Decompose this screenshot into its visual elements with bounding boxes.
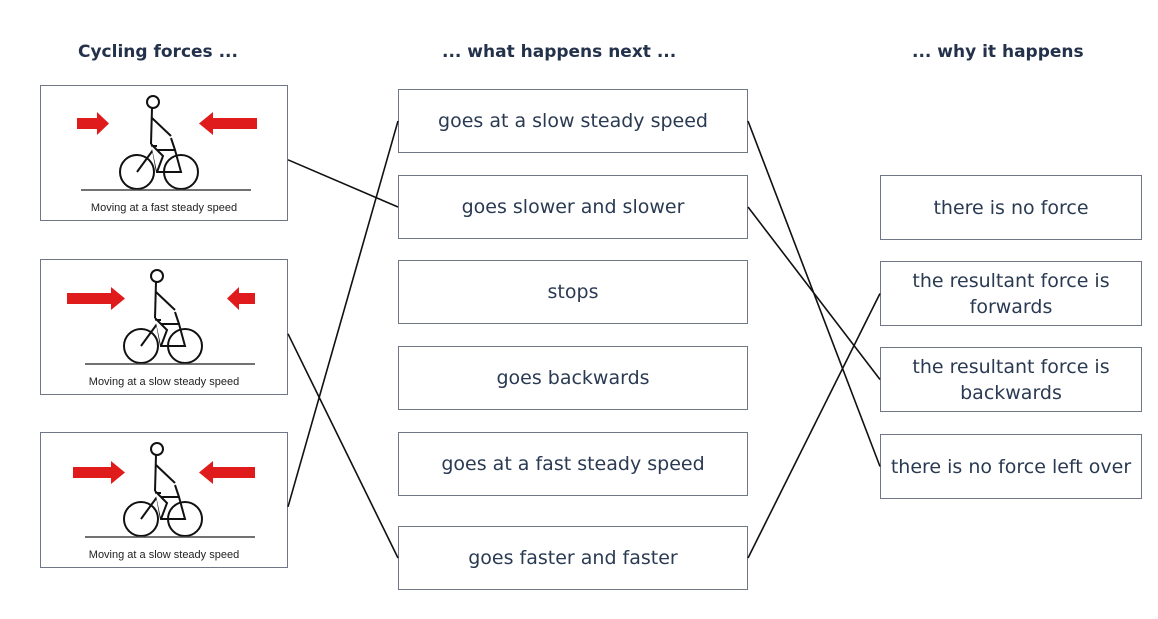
heading-why-it-happens: ... why it happens bbox=[912, 42, 1084, 62]
outcome-box-slow-steady[interactable]: goes at a slow steady speed bbox=[398, 89, 748, 153]
connector-line-right-2 bbox=[747, 293, 881, 559]
card-caption: Moving at a fast steady speed bbox=[90, 202, 238, 214]
cyclist-illustration bbox=[77, 95, 257, 191]
outcome-box-backwards[interactable]: goes backwards bbox=[398, 346, 748, 410]
reason-box-backwards[interactable]: the resultant force is backwards bbox=[880, 347, 1142, 412]
backward-force-arrow-icon bbox=[213, 467, 255, 478]
force-card-3[interactable]: Moving at a slow steady speed bbox=[40, 432, 288, 568]
card-caption: Moving at a slow steady speed bbox=[88, 549, 240, 561]
outcome-box-stops[interactable]: stops bbox=[398, 260, 748, 324]
connector-line-left-0 bbox=[287, 159, 399, 208]
forward-force-arrowhead bbox=[111, 287, 125, 310]
reason-box-no-force[interactable]: there is no force bbox=[880, 175, 1142, 240]
backward-force-arrow-icon bbox=[239, 293, 255, 304]
backward-force-arrow-icon bbox=[213, 118, 257, 129]
forward-force-arrowhead bbox=[97, 112, 109, 135]
rider-icon bbox=[146, 95, 172, 173]
force-card-2[interactable]: Moving at a slow steady speed bbox=[40, 259, 288, 395]
backward-force-arrowhead bbox=[199, 112, 213, 135]
heading-cycling-forces: Cycling forces ... bbox=[78, 42, 238, 62]
reason-box-no-force-left-over[interactable]: there is no force left over bbox=[880, 434, 1142, 499]
connector-line-left-2 bbox=[287, 120, 399, 508]
backward-force-arrowhead bbox=[227, 287, 239, 310]
outcome-box-faster[interactable]: goes faster and faster bbox=[398, 526, 748, 590]
cyclist-illustration bbox=[67, 269, 255, 365]
forward-force-arrow-icon bbox=[77, 118, 97, 129]
forward-force-arrow-icon bbox=[67, 293, 111, 304]
outcome-box-fast-steady[interactable]: goes at a fast steady speed bbox=[398, 432, 748, 496]
rider-icon bbox=[150, 442, 176, 520]
bicycle-icon bbox=[123, 311, 203, 364]
forward-force-arrowhead bbox=[111, 461, 125, 484]
connector-line-right-1 bbox=[747, 206, 881, 380]
rider-icon bbox=[150, 269, 176, 347]
connector-line-right-0 bbox=[747, 120, 881, 467]
outcome-box-slower[interactable]: goes slower and slower bbox=[398, 175, 748, 239]
heading-what-happens-next: ... what happens next ... bbox=[442, 42, 677, 62]
cyclist-illustration bbox=[73, 442, 255, 538]
connector-line-left-1 bbox=[287, 333, 399, 559]
force-card-1[interactable]: Moving at a fast steady speed bbox=[40, 85, 288, 221]
forward-force-arrow-icon bbox=[73, 467, 111, 478]
reason-box-forwards[interactable]: the resultant force is forwards bbox=[880, 261, 1142, 326]
card-caption: Moving at a slow steady speed bbox=[88, 376, 240, 388]
backward-force-arrowhead bbox=[199, 461, 213, 484]
